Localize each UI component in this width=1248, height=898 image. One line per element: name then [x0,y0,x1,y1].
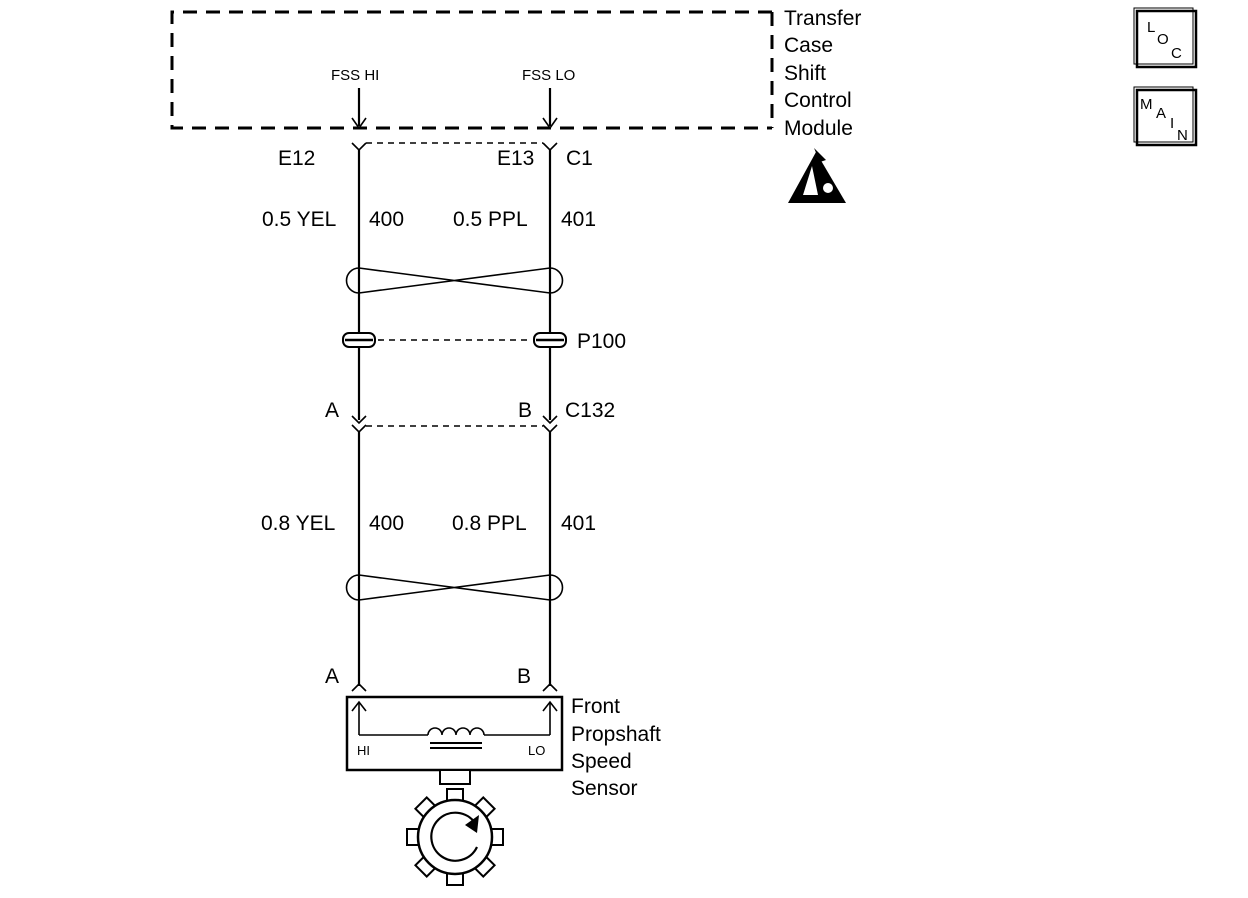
sensor-name-line-4: Sensor [571,777,638,800]
esd-warning-icon [788,148,846,203]
module-name-line-4: Control [784,89,852,112]
wire-lower-left-color: 0.8 YEL [261,512,335,535]
loc-badge-letter-2: O [1157,31,1169,48]
connector-c132-id: C132 [565,399,615,422]
sensor-stem [439,769,471,785]
sensor-name-line-1: Front [571,695,620,718]
wire-upper-left-color: 0.5 YEL [262,208,336,231]
wire-lower-left-circuit: 400 [369,512,404,535]
sensor-body [345,695,564,772]
module-pin-lo: FSS LO [522,67,575,84]
module-name-line-3: Shift [784,62,826,85]
coil-icon [427,727,485,749]
tone-wheel-icon [406,788,504,886]
module-boundary [170,10,774,130]
module-name-line-5: Module [784,117,853,140]
main-badge-letter-2: A [1156,105,1166,122]
connector-p100 [342,332,567,348]
main-badge-letter-1: M [1140,96,1153,113]
sensor-connector [351,682,558,692]
module-pin-arrows [351,88,558,130]
main-badge-letter-3: I [1170,115,1174,132]
sensor-connector-cavity-right: B [517,665,531,688]
sensor-connector-cavity-left: A [325,665,339,688]
connector-c1-cavity-left: E12 [278,147,315,170]
main-badge[interactable]: M A I N [1133,86,1198,147]
connector-c1-cavity-right: E13 [497,147,534,170]
module-pin-hi: FSS HI [331,67,379,84]
wire-lower-right-circuit: 401 [561,512,596,535]
connector-c1-id: C1 [566,147,593,170]
sensor-name: Front Propshaft Speed Sensor [571,695,661,800]
module-name-line-2: Case [784,34,833,57]
module-name-line-1: Transfer [784,7,861,30]
wire-upper-left-circuit: 400 [369,208,404,231]
main-badge-letter-4: N [1177,127,1188,144]
twisted-pair-upper [345,267,564,294]
connector-c132-cavity-right: B [518,399,532,422]
connector-c132 [351,415,558,434]
twisted-pair-lower [345,574,564,601]
sensor-name-line-2: Propshaft [571,723,661,746]
sensor-pin-lo: LO [528,743,545,758]
connector-c132-cavity-left: A [325,399,339,422]
loc-badge-letter-1: L [1147,19,1155,36]
sensor-pin-hi: HI [357,743,370,758]
wire-upper-right-circuit: 401 [561,208,596,231]
sensor-name-line-3: Speed [571,750,632,773]
loc-badge[interactable]: L O C [1133,7,1198,69]
loc-badge-letter-3: C [1171,45,1182,62]
module-name: Transfer Case Shift Control Module [784,7,861,140]
wire-upper-right-color: 0.5 PPL [453,208,528,231]
wire-lower-right-color: 0.8 PPL [452,512,527,535]
connector-p100-id: P100 [577,330,626,353]
